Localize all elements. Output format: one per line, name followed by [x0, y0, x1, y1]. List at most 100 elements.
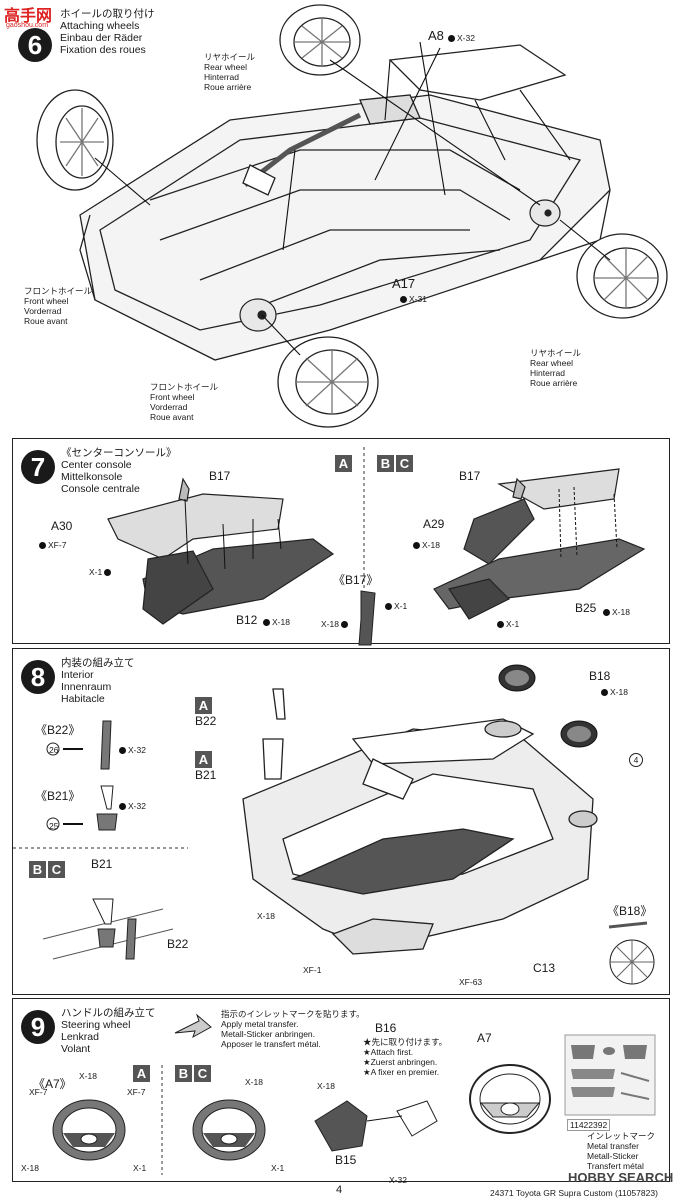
part-b25: B25 [575, 601, 597, 615]
b-tag-step9: B [175, 1065, 192, 1082]
sw-left-x18-top: X-18 [79, 1071, 97, 1081]
wheel-front-left [36, 89, 114, 191]
page-number: 4 [336, 1184, 343, 1196]
c-tag-step9: C [194, 1065, 211, 1082]
paint-x18-right-b: X-18 [603, 607, 630, 617]
console-left-drawing [107, 477, 335, 625]
b16-note: ★先に取り付けます。★Attach first. ★Zuerst anbring… [363, 1037, 448, 1077]
part-a29: A29 [423, 517, 445, 531]
sw-mid-x18: X-18 [245, 1077, 263, 1087]
column-b15-drawing [314, 1100, 438, 1152]
part-b15: B15 [335, 1153, 357, 1167]
bc-b22: B22 [167, 937, 189, 951]
part-b16: B16 [375, 1021, 397, 1035]
step7-panel: 7 《センターコンソール》Center console Mittelkonsol… [12, 438, 670, 646]
watermark-logo: 高手网 [4, 8, 53, 25]
part-c13: C13 [533, 961, 556, 975]
part-a30: A30 [51, 519, 73, 533]
step8-number: 8 [21, 660, 55, 694]
a-part-b21: B21 [195, 768, 217, 782]
paint-x18-tub: X-18 [257, 911, 275, 921]
pedal-b22-label: 《B22》 [35, 723, 81, 737]
part-a7: A7 [477, 1031, 492, 1045]
pedal-b21-x32: X-32 [119, 801, 146, 811]
paint-x1-left: X-1 [89, 567, 113, 577]
chassis-drawing [36, 4, 668, 428]
part-b12: B12 [236, 613, 258, 627]
pedal-b22-num: 26 [49, 745, 59, 755]
paint-x1-mid: X-1 [385, 601, 407, 611]
variant-b-tag: B [377, 455, 394, 472]
sw-left-x18-bottom: X-18 [21, 1163, 39, 1173]
part-a8: A8 [428, 28, 444, 43]
hobby-search-watermark: HOBBY SEARCH [568, 1170, 674, 1185]
hub-front [239, 298, 277, 332]
footer-caption: 24371 Toyota GR Supra Custom (11057823) [490, 1188, 658, 1198]
wheel-front-bottom [277, 336, 379, 428]
sw-mid-x1: X-1 [271, 1163, 285, 1173]
part-b18: B18 [589, 669, 611, 683]
detail-b18-label: 《B18》 [607, 904, 653, 918]
detail-b18-drawing [608, 921, 655, 985]
b16-x32: X-32 [389, 1175, 407, 1185]
part-b17-right: B17 [459, 469, 481, 483]
sw-left-x1: X-1 [133, 1163, 147, 1173]
a-part-b22: B22 [195, 714, 217, 728]
bc-tag-b: B [29, 861, 46, 878]
paint-xf1: XF-1 [303, 965, 322, 975]
detail-b17-label: 《B17》 [333, 573, 379, 587]
paint-b18-x18: X-18 [601, 687, 628, 697]
detail-b17-drawing [358, 590, 376, 646]
step6-number: 6 [18, 28, 52, 62]
transfer-note: 指示のインレットマークを貼ります。Apply metal transfer. M… [221, 1009, 365, 1049]
steering-wheel-a7 [469, 1064, 551, 1134]
paint-4: 4 [629, 753, 643, 767]
transfer-arrow-icon [174, 1013, 212, 1039]
part-b17-left: B17 [209, 469, 231, 483]
paint-x18-mid: X-18 [321, 619, 350, 629]
variant-a-tag: A [335, 455, 352, 472]
part-a17: A17 [392, 276, 416, 291]
steering-wheel-mid [192, 1099, 266, 1161]
paint-xf63: XF-63 [459, 977, 483, 987]
wheel-rear-top [279, 4, 361, 76]
hub-rear [529, 199, 561, 227]
step9-divider [161, 1065, 163, 1175]
paint-x18-right-a: X-18 [413, 540, 440, 550]
pedal-b22-x32: X-32 [119, 745, 146, 755]
variant-c-tag: C [396, 455, 413, 472]
a-tag-b22: A [195, 697, 212, 714]
sw-left-xf7-right: XF-7 [127, 1087, 146, 1097]
paint-x18-left: X-18 [263, 617, 290, 627]
paint-x1-right: X-1 [497, 619, 519, 629]
b15-x18: X-18 [317, 1081, 335, 1091]
bc-divider [13, 847, 188, 849]
speaker-b18-top [498, 664, 536, 692]
interior-tub-drawing [242, 688, 598, 955]
watermark-url: gaoshou.com [6, 22, 49, 29]
screw-x32: X-32 [448, 33, 475, 43]
screw-x31: X-31 [400, 294, 427, 304]
a7-detail-label: 《A7》 [33, 1077, 72, 1091]
bc-b21: B21 [91, 857, 113, 871]
pedal-b21-num: 25 [49, 821, 59, 831]
steering-wheel-left [52, 1099, 126, 1161]
a-tag-b21: A [195, 751, 212, 768]
bc-tag-c: C [48, 861, 65, 878]
pedal-b22-drawing [46, 720, 112, 770]
sw-left-xf7-left: XF-7 [29, 1087, 48, 1097]
transfer-code: 11422392 [567, 1119, 611, 1131]
step9-number: 9 [21, 1010, 55, 1044]
